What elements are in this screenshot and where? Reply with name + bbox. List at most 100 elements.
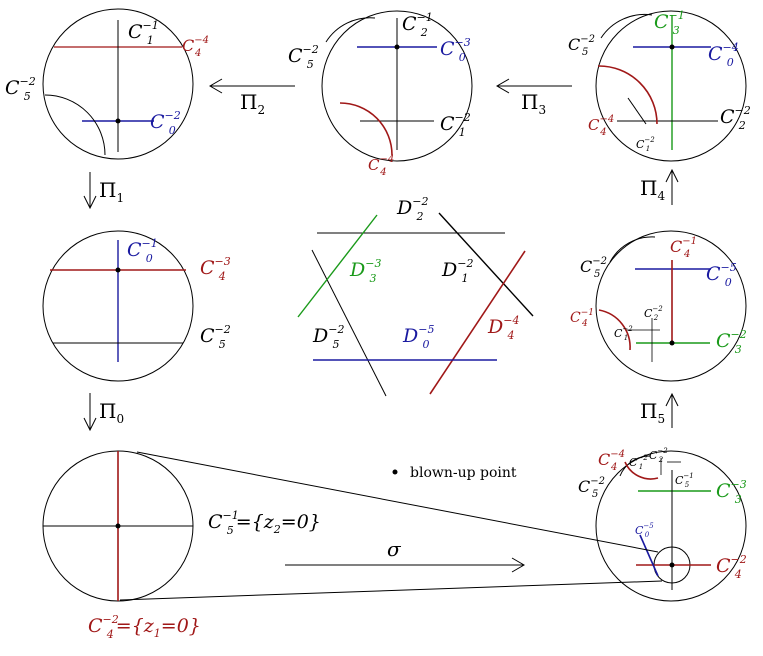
curve-c5 [619, 455, 651, 477]
arrow-pi5-head [665, 392, 679, 407]
curve-c4 [339, 102, 393, 156]
curve-c5 [609, 236, 656, 263]
label-pi3: Π3 [521, 90, 546, 117]
zoom-connectors [119, 451, 663, 601]
blown-up-point-dot [669, 44, 675, 50]
curve-c5 [44, 94, 106, 156]
legend-text: blown-up point [410, 465, 517, 481]
arrow-pi1-head [83, 195, 97, 210]
curve-c5 [600, 13, 653, 39]
panel-top-middle [321, 10, 473, 162]
arrow-pi0-head [83, 417, 97, 432]
panel-bottom-left [42, 450, 194, 602]
label-pi4: Π4 [640, 176, 665, 203]
panel-top-middle-circle [321, 10, 473, 162]
legend-dot [392, 469, 398, 475]
panel-middle-left [42, 230, 194, 382]
panel-middle-right [595, 230, 747, 382]
line-d3 [297, 214, 378, 318]
connector-top [136, 451, 659, 553]
curve-c4-arc [624, 461, 659, 480]
arrow-pi2-head [209, 78, 223, 94]
line-d4 [429, 250, 526, 395]
arrow-pi3-head [496, 78, 510, 94]
line-d5 [311, 249, 387, 397]
line-d1 [438, 212, 534, 317]
blown-up-point-dot [115, 523, 121, 529]
arrow-labels: Π2 Π3 Π1 Π0 Π4 Π5 σ [99, 90, 665, 561]
label-pi5: Π5 [640, 399, 665, 426]
panel-bottom-right [595, 450, 747, 602]
label-sigma: σ [387, 537, 402, 561]
blown-up-point-dot [394, 44, 400, 50]
arrows [83, 78, 679, 573]
blown-up-point-dot [669, 340, 675, 346]
panel-middle-right-circle [595, 230, 747, 382]
blown-up-point-dot [115, 267, 121, 273]
panel-top-right-circle [595, 10, 747, 162]
curve-c5 [325, 17, 376, 43]
arrow-pi4-head [665, 168, 679, 183]
label-pi0: Π0 [99, 399, 124, 426]
central-configuration [297, 212, 534, 397]
arrow-sigma-head [511, 557, 525, 573]
curve-c1 [627, 97, 647, 125]
blown-up-point-dot [669, 562, 675, 568]
label-pi2: Π2 [240, 90, 265, 117]
panel-top-left [42, 8, 194, 160]
panel-top-left-circle [42, 8, 194, 160]
panel-top-right [595, 10, 747, 162]
curve-c4-arc [598, 309, 631, 351]
blown-up-point-dot [115, 118, 121, 124]
curve-c0 [639, 534, 659, 577]
label-pi1: Π1 [99, 178, 124, 205]
panel-bottom-right-circle [595, 450, 747, 602]
